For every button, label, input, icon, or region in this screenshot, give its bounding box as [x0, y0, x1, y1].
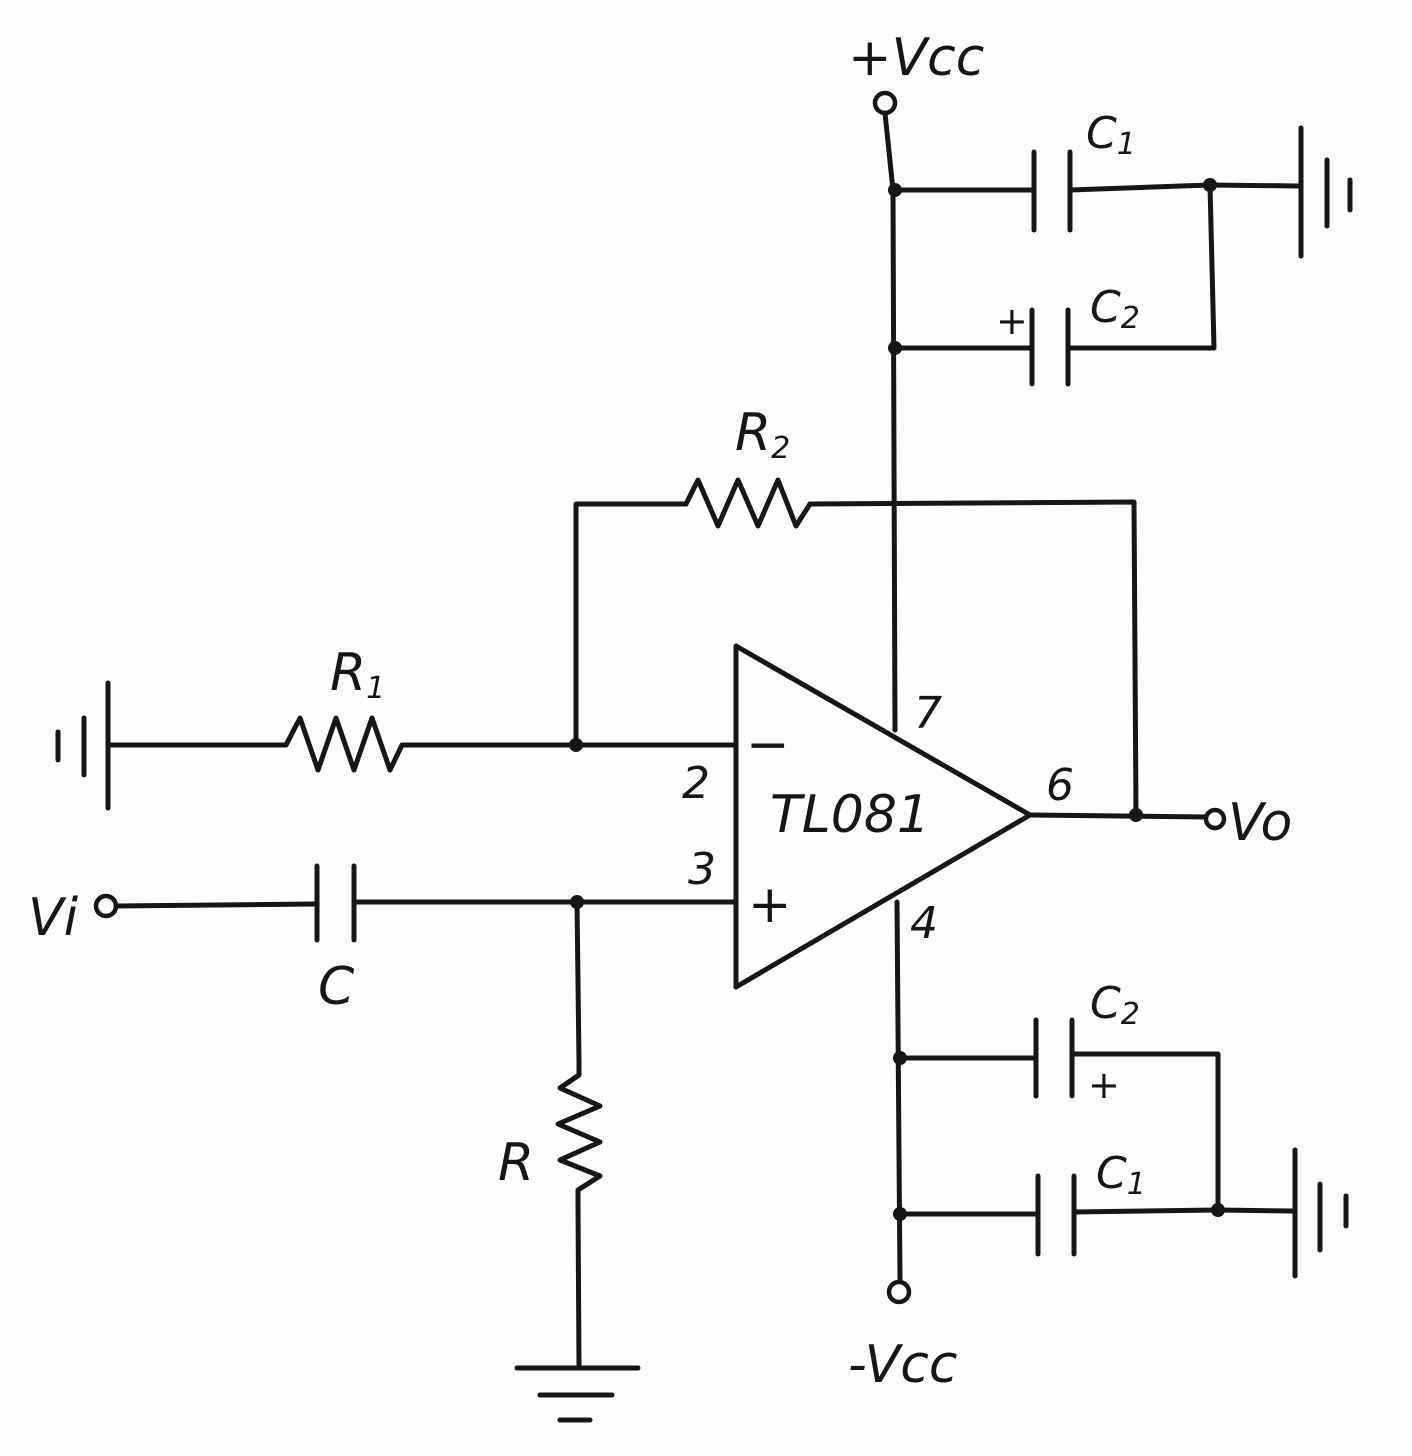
- c2-bottom-polarity: +: [1088, 1063, 1120, 1107]
- junction-vee-c1: [893, 1207, 907, 1221]
- c-left-lead: [113, 901, 318, 909]
- c2-top-polarity: +: [996, 299, 1028, 343]
- r2-label: R2: [735, 403, 790, 466]
- left-ground-symbol: [55, 680, 111, 811]
- pin-3-label: 3: [688, 844, 716, 895]
- r-bottom-lead: [575, 1201, 582, 1369]
- vcc-negative-rail: [894, 899, 903, 1283]
- vcc-negative-label: -Vcc: [848, 1335, 957, 1395]
- vi-terminal: [93, 893, 119, 919]
- vcc-positive-terminal: [872, 90, 898, 116]
- vi-label: Vi: [28, 888, 79, 948]
- r-resistor: [555, 1059, 603, 1207]
- junction-vcc-c2: [888, 341, 902, 355]
- c2-bottom-right-lead: [1069, 1051, 1221, 1213]
- r2-left-lead: [573, 501, 689, 748]
- c2-bottom-label: C2: [1090, 978, 1140, 1032]
- junction-inverting: [569, 738, 583, 752]
- pin-2-label: 2: [682, 758, 710, 809]
- r-top-lead: [574, 899, 582, 1065]
- r2-resistor: [683, 477, 813, 529]
- junction-top-caps: [1203, 178, 1217, 192]
- opamp-part-label: TL081: [770, 785, 930, 845]
- c1-top-label: C1: [1086, 108, 1136, 162]
- bottom-ground-symbol: [514, 1365, 641, 1423]
- vcc-positive-label: +Vcc: [848, 28, 984, 88]
- c1-bottom-label: C1: [1096, 1148, 1146, 1202]
- c2-top-right-lead: [1065, 182, 1217, 351]
- r-label: R: [498, 1133, 534, 1193]
- opamp-body: [733, 643, 1033, 990]
- r2-right-lead: [807, 499, 1139, 818]
- c2-top-label: C2: [1090, 282, 1140, 336]
- c-label: C: [318, 957, 355, 1017]
- right-ground-symbol: [1292, 1147, 1349, 1279]
- junction-vcc-c1: [888, 183, 902, 197]
- top-ground-symbol: [1298, 125, 1353, 259]
- vo-label: Vo: [1228, 793, 1292, 853]
- vcc-negative-terminal: [886, 1279, 912, 1305]
- r1-resistor: [265, 715, 415, 773]
- output-wire: [1027, 812, 1208, 820]
- junction-output: [1129, 808, 1143, 822]
- inverting-sign: −: [746, 715, 790, 775]
- pin-7-label: 7: [914, 688, 942, 739]
- junction-bottom-caps: [1211, 1203, 1225, 1217]
- c1-bottom-right-lead: [1071, 1207, 1296, 1215]
- vo-terminal: [1203, 807, 1227, 831]
- pin-4-label: 4: [910, 898, 938, 949]
- noninverting-sign: +: [748, 875, 792, 935]
- pin-6-label: 6: [1046, 760, 1074, 811]
- junction-vee-c2: [893, 1051, 907, 1065]
- c1-top-right-lead: [1067, 182, 1301, 193]
- vcc-positive-rail: [882, 110, 898, 733]
- r1-label: R1: [330, 643, 385, 706]
